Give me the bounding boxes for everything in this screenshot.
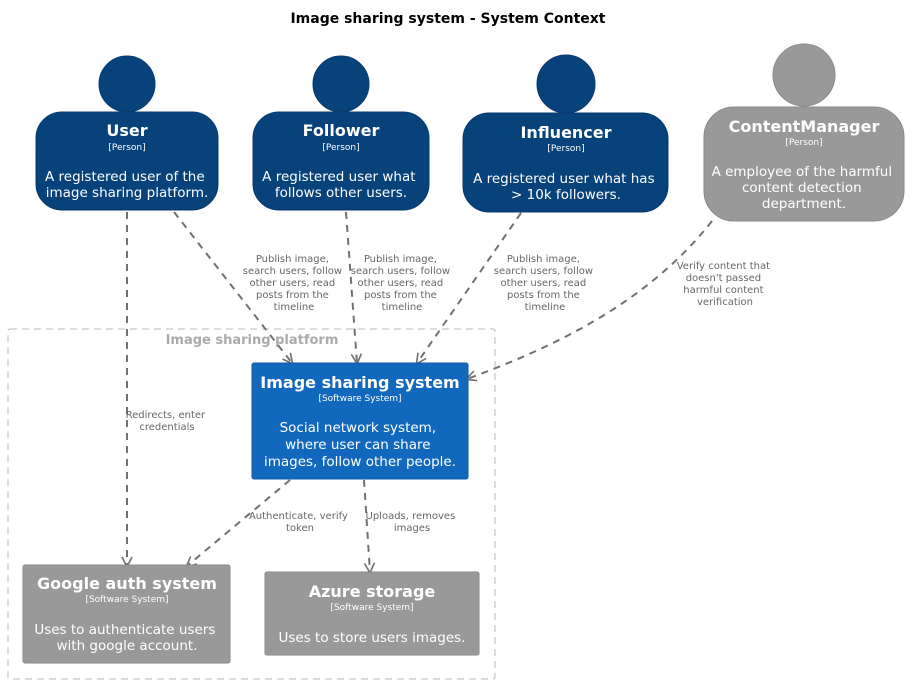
relation-cm-image [464, 220, 713, 382]
relation-label-image-azure: Uploads, removes images [366, 511, 459, 534]
person-description: A registered user what has > 10k followe… [473, 171, 659, 203]
system-description: Uses to store users images. [279, 630, 466, 646]
person-contentmanager: ContentManager [Person] A employee of th… [703, 43, 905, 222]
person-stereotype: [Person] [108, 143, 145, 153]
person-name: Follower [303, 121, 380, 140]
relation-label-cm-image: Verify content that doesn't passed harmf… [677, 261, 774, 308]
relation-image-azure [363, 479, 376, 575]
person-head-icon [312, 55, 370, 113]
system-azure-storage: Azure storage [Software System] Uses to … [264, 571, 480, 656]
system-name: Azure storage [309, 582, 436, 601]
person-description: A registered user what follows other use… [262, 169, 420, 201]
relation-image-google [184, 479, 291, 568]
person-head-icon [536, 54, 596, 114]
relations [121, 211, 713, 575]
system-description: Social network system, where user can sh… [264, 420, 456, 470]
person-user: User [Person] A registered user of the i… [35, 55, 219, 211]
person-follower: Follower [Person] A registered user what… [252, 55, 430, 211]
system-name: Image sharing system [260, 373, 459, 392]
person-stereotype: [Person] [322, 143, 359, 153]
relation-follower-image [345, 211, 363, 366]
person-stereotype: [Person] [785, 138, 822, 148]
system-image-sharing: Image sharing system [Software System] S… [251, 362, 469, 480]
system-google-auth: Google auth system [Software System] Use… [22, 564, 231, 664]
relation-influencer-image [415, 212, 522, 366]
system-name: Google auth system [37, 574, 217, 593]
diagram-title: Image sharing system - System Context [290, 11, 605, 27]
person-description: A registered user of the image sharing p… [45, 169, 209, 201]
person-description: A employee of the harmful content detect… [712, 164, 897, 212]
relation-user-image [173, 211, 294, 366]
relation-label-image-google: Authenticate, verify token [249, 511, 351, 534]
system-description: Uses to authenticate users with google a… [34, 622, 219, 654]
relation-label-influencer-image: Publish image, search users, follow othe… [494, 254, 596, 313]
relation-label-user-google: Redirects, enter credentials [126, 410, 209, 433]
person-stereotype: [Person] [547, 144, 584, 154]
person-name: Influencer [520, 123, 611, 142]
person-influencer: Influencer [Person] A registered user wh… [462, 54, 669, 213]
system-stereotype: [Software System] [85, 595, 168, 605]
relation-label-follower-image: Publish image, search users, follow othe… [351, 254, 453, 313]
person-name: ContentManager [729, 117, 880, 136]
relation-labels: Redirects, enter credentials Publish ima… [126, 254, 774, 534]
system-stereotype: [Software System] [330, 603, 413, 613]
person-head-icon [98, 55, 156, 113]
boundary-label: Image sharing platform [166, 333, 339, 348]
person-head-icon [772, 43, 836, 107]
relation-label-user-image: Publish image, search users, follow othe… [243, 254, 345, 313]
boundary-image-sharing-platform: Image sharing platform [7, 328, 496, 680]
person-name: User [106, 121, 147, 140]
system-stereotype: [Software System] [318, 394, 401, 404]
